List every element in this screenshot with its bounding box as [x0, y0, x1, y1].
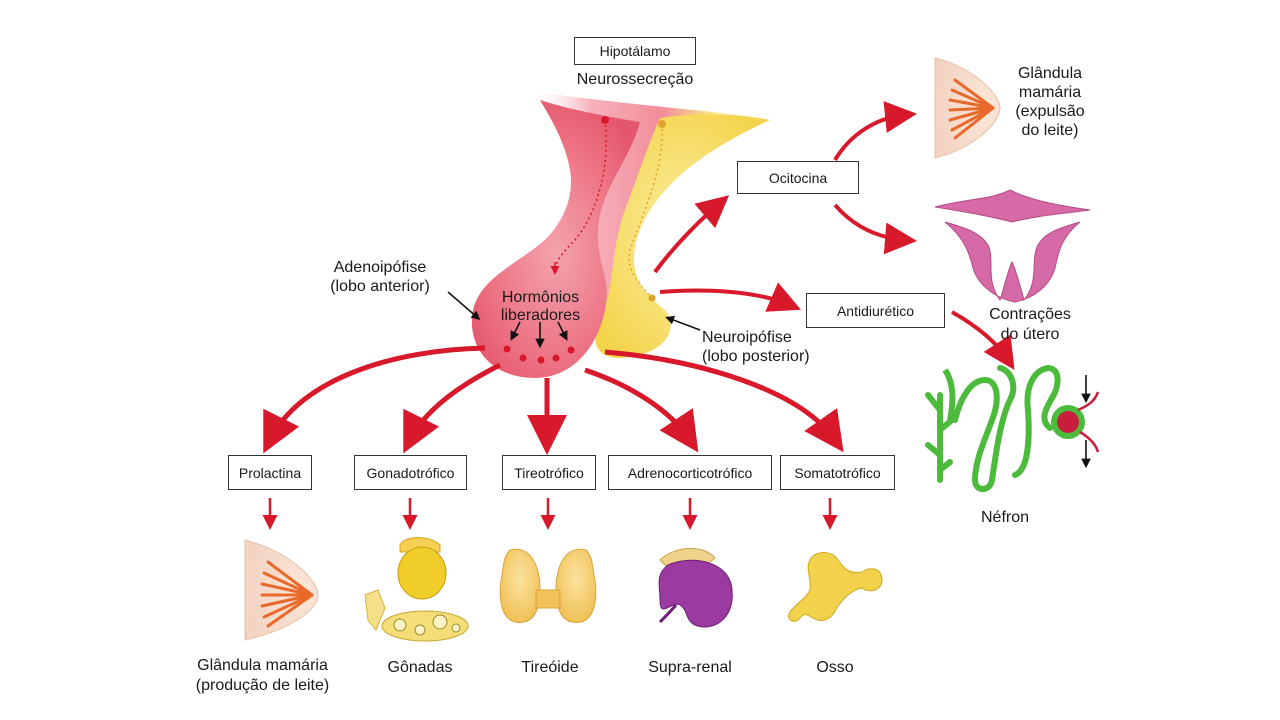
osso-label: Osso [816, 659, 854, 676]
hipotalamo-box: Hipotálamo [574, 37, 696, 65]
tireotrofico-box: Tireotrófico [502, 455, 596, 490]
anterior-hormone-arrows [263, 345, 844, 455]
prolactina-box: Prolactina [228, 455, 312, 490]
thyroid-icon [499, 548, 597, 624]
releasing-hormone-arrows [510, 321, 568, 349]
mama-label-line2: (produção de leite) [195, 677, 330, 694]
adenohypophysis-pointer [447, 291, 481, 320]
ocitocina-box: Ocitocina [737, 161, 859, 194]
adeno-label-line2: (lobo anterior) [330, 278, 430, 295]
uterus-icon [934, 189, 1091, 303]
glandula-label-line3: (expulsão [1015, 103, 1085, 120]
glandula-label-line4: do leite) [1021, 122, 1079, 139]
mammary-gland-production-icon [244, 539, 319, 641]
mammary-gland-ejection-icon [934, 57, 1001, 159]
target-arrows [262, 498, 838, 530]
somatotrofico-box: Somatotrófico [780, 455, 895, 490]
contracoes-label-line1: Contrações [989, 306, 1071, 323]
glandula-label-line1: Glândula [1017, 65, 1083, 82]
neurosecretion-path-anterior [554, 119, 607, 271]
neuro-label-line2: (lobo posterior) [702, 348, 810, 365]
neuron-body-posterior [658, 120, 666, 128]
adenohypophysis-shape [471, 100, 640, 378]
neurosecretion-path-posterior [628, 123, 663, 299]
neuron-terminal-posterior [648, 294, 656, 302]
neurohypophysis-shape [595, 114, 770, 358]
tireoide-label: Tireóide [521, 659, 579, 676]
gonads-icon [364, 537, 469, 642]
nefron-label: Néfron [980, 509, 1030, 526]
gonadas-label: Gônadas [387, 659, 453, 676]
adeno-label-line1: Adenoipófise [333, 259, 427, 276]
adrenal-icon [658, 548, 733, 628]
mama-label-line1: Glândula mamária [197, 657, 328, 674]
neurossecrecao-label: Neurossecreção [576, 71, 694, 88]
suprarenal-label: Supra-renal [648, 659, 732, 676]
hormonios-label-line1: Hormônios [501, 289, 580, 306]
contracoes-label-line2: do útero [1000, 326, 1060, 343]
posterior-hormone-arrows [653, 101, 1015, 371]
antidiuretico-box: Antidiurético [806, 293, 945, 328]
adrenocorticotrofico-box: Adrenocorticotrófico [608, 455, 772, 490]
glandula-label-line2: mamária [1018, 84, 1082, 101]
gonadotrofico-box: Gonadotrófico [354, 455, 467, 490]
neuro-label-line1: Neuroipófise [702, 329, 792, 346]
neurohypophysis-pointer [665, 315, 701, 331]
neuron-body-anterior [601, 116, 609, 124]
bone-icon [788, 552, 883, 622]
releasing-hormone-dots [503, 345, 575, 364]
nephron-icon [925, 364, 1100, 492]
hormonios-label-line2: liberadores [500, 307, 581, 324]
